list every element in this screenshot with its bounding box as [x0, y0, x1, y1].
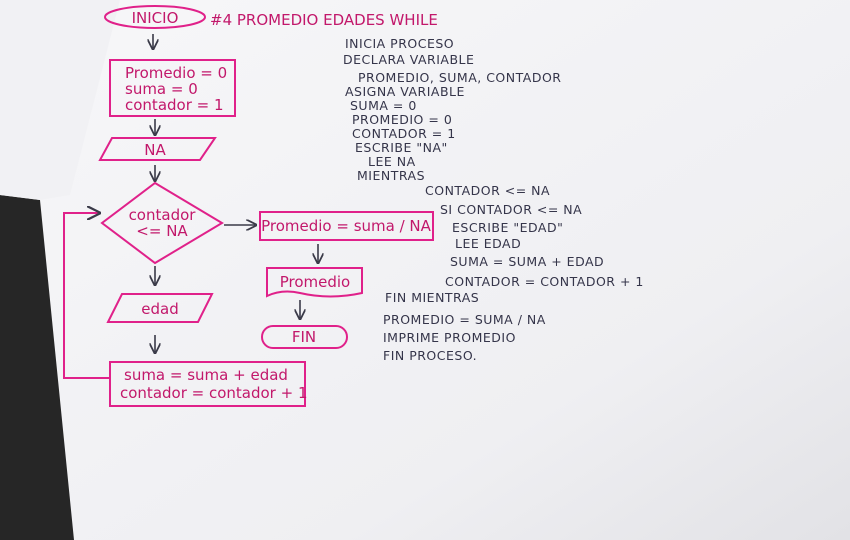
pseudo-line-4: ASIGNA VARIABLE	[345, 84, 465, 99]
input-na-label: NA	[144, 141, 166, 159]
pseudo-line-6: PROMEDIO = 0	[352, 112, 452, 127]
pseudo-line-8: ESCRIBE "NA"	[355, 140, 448, 155]
loop-back-arrow	[63, 213, 110, 379]
pseudo-line-5: SUMA = 0	[350, 98, 417, 113]
init-process-box: Promedio = 0 suma = 0 contador = 1	[109, 59, 236, 117]
pseudo-line-7: CONTADOR = 1	[352, 126, 456, 141]
end-label: FIN	[292, 328, 316, 346]
pseudo-line-9: LEE NA	[368, 154, 416, 169]
init-line-contador: contador = 1	[125, 96, 224, 114]
pseudo-line-19: IMPRIME PROMEDIO	[383, 330, 516, 345]
pseudo-line-15: SUMA = SUMA + EDAD	[450, 254, 604, 269]
pseudo-line-11: CONTADOR <= NA	[425, 183, 550, 198]
condition-line-1: contador	[129, 206, 197, 224]
input-na-parallelogram: NA	[98, 137, 217, 161]
update-line-contador: contador = contador + 1	[120, 384, 308, 402]
pseudocode-block: INICIA PROCESO DECLARA VARIABLE PROMEDIO…	[343, 36, 644, 363]
pseudo-line-12: SI CONTADOR <= NA	[440, 202, 582, 217]
condition-line-2: <= NA	[136, 222, 188, 240]
output-average-label: Promedio	[280, 273, 351, 291]
init-line-promedio: Promedio = 0	[125, 64, 227, 82]
pseudo-line-18: PROMEDIO = SUMA / NA	[383, 312, 546, 327]
compute-average-box: Promedio = suma / NA	[259, 211, 434, 241]
input-edad-label: edad	[141, 300, 178, 318]
pseudo-line-14: LEE EDAD	[455, 236, 521, 251]
init-line-suma: suma = 0	[125, 80, 198, 98]
input-edad-parallelogram: edad	[106, 293, 214, 323]
diagram-title: #4 PROMEDIO EDADES WHILE	[210, 11, 438, 29]
pseudo-line-20: FIN PROCESO.	[383, 348, 477, 363]
pseudo-line-3: PROMEDIO, SUMA, CONTADOR	[358, 70, 562, 85]
start-terminal: INICIO	[104, 5, 206, 29]
pseudo-line-13: ESCRIBE "EDAD"	[452, 220, 563, 235]
pseudo-line-10: MIENTRAS	[357, 168, 425, 183]
output-average-shape: Promedio	[266, 267, 363, 298]
condition-diamond: contador <= NA	[100, 181, 224, 265]
pseudo-line-17: FIN MIENTRAS	[385, 290, 479, 305]
end-terminal: FIN	[261, 325, 348, 349]
update-line-suma: suma = suma + edad	[124, 366, 288, 384]
pseudo-line-2: DECLARA VARIABLE	[343, 52, 474, 67]
start-label: INICIO	[132, 9, 179, 27]
update-process-box: suma = suma + edad contador = contador +…	[109, 361, 308, 407]
pseudo-line-16: CONTADOR = CONTADOR + 1	[445, 274, 644, 289]
compute-average-label: Promedio = suma / NA	[261, 217, 432, 235]
pseudo-line-1: INICIA PROCESO	[345, 36, 454, 51]
